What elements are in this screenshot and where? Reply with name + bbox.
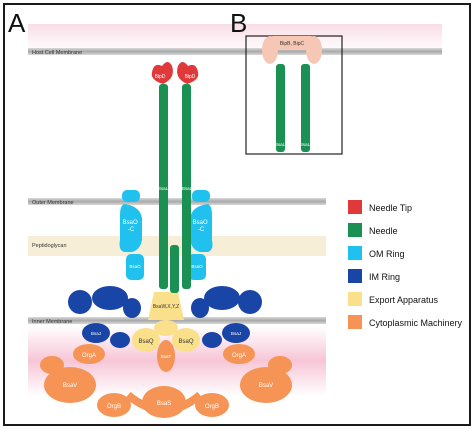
om-lower-left-label: BsaO — [129, 264, 141, 269]
legend-label-2: OM Ring — [369, 249, 405, 259]
om-ring-left — [119, 204, 142, 252]
orgb-right — [195, 393, 229, 417]
needle-tip — [151, 62, 199, 84]
legend-swatch-5 — [348, 315, 362, 329]
needle-right — [182, 84, 191, 289]
panel-b-needle-left — [276, 64, 285, 152]
orgb-left-label: OrgB — [107, 404, 121, 410]
om-ring-right-top — [192, 190, 210, 202]
export-left-label: BsaQ — [138, 339, 153, 345]
im-ring-right-low — [222, 323, 250, 343]
export-apparatus — [132, 292, 200, 352]
outer-membrane-label: Outer Membrane — [32, 200, 74, 206]
bsas-label: BsaS — [157, 401, 171, 407]
panel-b-needle — [276, 64, 310, 152]
om-right-label-l1: BsaO — [193, 220, 208, 226]
translocon-label: BipB, BipC — [280, 41, 305, 47]
im-ring-right-top — [204, 286, 240, 310]
om-ring-right-lower — [188, 254, 206, 280]
export-apparatus-core — [148, 292, 184, 320]
im-ring-left-outer — [68, 290, 92, 314]
legend-swatch-3 — [348, 269, 362, 283]
left-upper-orange — [40, 356, 64, 374]
om-left-label-l2: -C — [128, 227, 135, 233]
outer-membrane — [28, 198, 326, 205]
right-upper-orange — [268, 356, 292, 374]
protein-labels: BipD BipD BsaL BsaL BsaO -C BsaO -C BsaO… — [63, 74, 273, 410]
tip-left-label: BipD — [155, 74, 166, 80]
bsav-left-label: BsaV — [63, 383, 77, 389]
im-ring-right-outer — [238, 290, 262, 314]
panel-b-label: B — [230, 8, 247, 38]
needle-right-label: BsaL — [182, 186, 193, 191]
orgb-right-label: OrgB — [205, 404, 219, 410]
legend-swatch-1 — [348, 223, 362, 237]
export-center-lower — [154, 320, 178, 336]
orga-left-label: OrgA — [82, 353, 96, 359]
im-ring-left-low — [82, 323, 110, 343]
im-left-label: BsaJ — [91, 331, 101, 336]
legend-label-1: Needle — [369, 226, 398, 236]
legend-label-5: Cytoplasmic Machinery — [369, 318, 463, 328]
legend-swatch-2 — [348, 246, 362, 260]
om-ring-left-lower — [126, 254, 144, 280]
bsav-left — [44, 367, 96, 403]
host-cell-membrane — [28, 48, 442, 55]
panel-a-label: A — [8, 8, 26, 38]
im-ring-right-low2 — [202, 332, 222, 348]
om-left-label: BsaO -C — [123, 220, 140, 233]
cytoplasmic-machinery — [40, 340, 292, 418]
translocon — [262, 36, 322, 64]
bsat-stalk — [157, 340, 175, 372]
inner-membrane — [28, 317, 326, 324]
peptidoglycan-label: Peptidoglycan — [32, 243, 67, 249]
export-bsaq-left — [132, 328, 160, 352]
export-bsaq-right — [172, 328, 200, 352]
im-ring-left-top — [92, 286, 128, 310]
host-membrane-label: Host Cell Membrane — [32, 50, 82, 56]
inner-membrane-label: Inner Membrane — [32, 319, 72, 325]
export-right-label: BsaQ — [178, 339, 193, 345]
om-ring — [119, 190, 213, 280]
sorting-center-label: BsaT — [161, 354, 172, 359]
om-left-label-l1: BsaO — [123, 220, 138, 226]
im-ring-left-low2 — [110, 332, 130, 348]
panel-b-needle-right — [301, 64, 310, 152]
needle — [159, 84, 191, 293]
needle-left — [159, 84, 168, 289]
needle-inner-rod — [170, 245, 179, 293]
export-center-label: BsaW,X,Y,Z — [153, 304, 179, 310]
legend-label-4: Export Apparatus — [369, 295, 439, 305]
om-lower-right-label: BsaO — [191, 264, 203, 269]
orgb-left — [97, 393, 131, 417]
legend-label-0: Needle Tip — [369, 203, 412, 213]
im-ring-left-inner — [123, 298, 141, 318]
im-ring — [68, 286, 262, 348]
bsav-right — [240, 367, 292, 403]
legend-swatch-0 — [348, 200, 362, 214]
om-right-label: BsaO -C — [193, 220, 210, 233]
bsav-right-label: BsaV — [259, 383, 273, 389]
host-cytoplasm-band — [28, 24, 442, 52]
legend-swatch-4 — [348, 292, 362, 306]
orga-right-label: OrgA — [232, 353, 246, 359]
om-right-label-l2: -C — [198, 227, 205, 233]
legend-label-3: IM Ring — [369, 272, 400, 282]
translocon-bridge — [268, 36, 316, 50]
bsas-arc — [125, 391, 203, 414]
im-ring-right-inner — [191, 298, 209, 318]
tip-right-label: BipD — [185, 74, 196, 80]
om-ring-right — [190, 204, 213, 252]
orga-right — [223, 344, 255, 364]
orga-left — [73, 344, 105, 364]
om-ring-left-top — [122, 190, 140, 202]
panel-b-needle-right-label: BsaL — [300, 142, 311, 147]
needle-left-label: BsaL — [158, 186, 169, 191]
needle-tip-right — [177, 62, 199, 84]
panel-b-needle-left-label: BsaL — [275, 142, 286, 147]
needle-tip-left — [151, 62, 173, 84]
im-right-label: BsaJ — [231, 331, 241, 336]
